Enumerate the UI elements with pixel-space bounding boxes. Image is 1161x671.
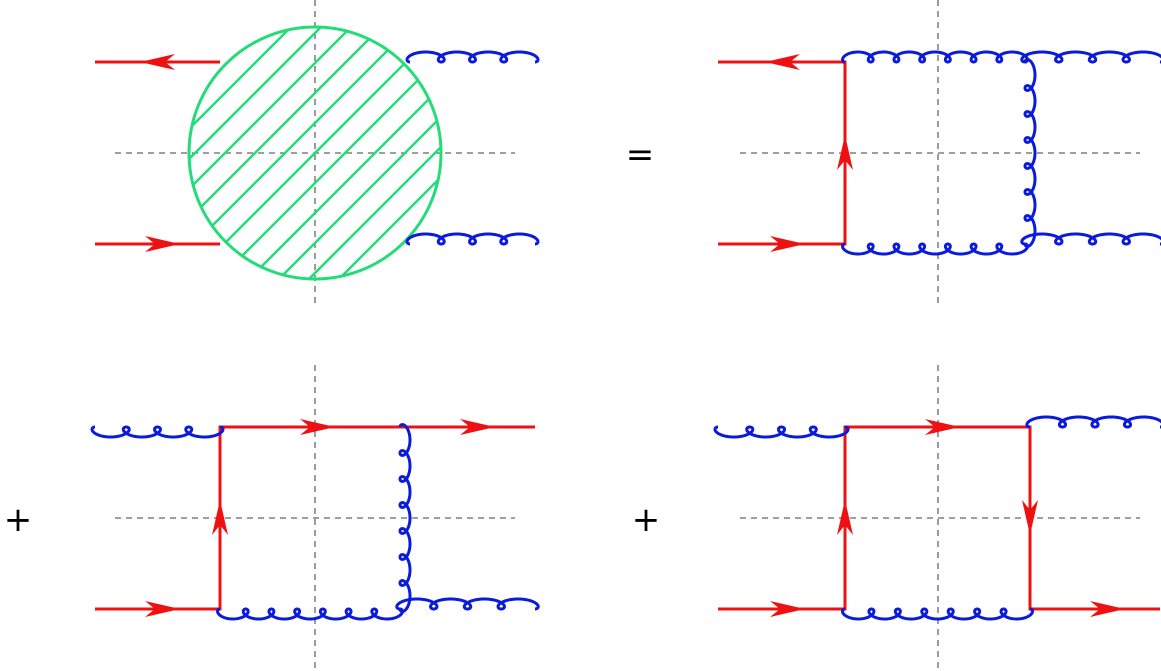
arrow-right-icon [770,601,805,617]
equals-sign: = [626,135,655,175]
arrow-right-icon [1090,601,1125,617]
arrow-right-icon [145,601,180,617]
hatch-line [189,27,336,279]
gluon-line [405,50,540,64]
arrow-up-icon [837,135,853,170]
gluon-propagator-vertical [398,423,412,613]
gluon-line [216,607,404,621]
hatch-line [189,27,396,279]
arrow-up-icon [212,500,228,535]
gluon-line [1025,415,1161,429]
hatch-line [189,27,441,279]
hatched-blob [187,25,443,281]
gluon-line [841,50,1029,64]
arrow-up-icon [837,500,853,535]
blob-diagram [95,0,540,305]
hatch-line [204,27,441,279]
arrow-down-icon [1022,500,1038,535]
arrow-right-icon [925,419,960,435]
arrow-right-icon [300,419,335,435]
hatch-line [189,27,276,279]
gluon-line [395,597,540,611]
hatch-line [234,27,441,279]
gluon-propagator-vertical [1023,58,1037,248]
arrow-right-icon [145,236,180,252]
box-diagram-1 [718,0,1161,305]
quark-line [718,60,847,246]
arrow-left-icon [140,54,175,70]
hatch-line [189,27,441,279]
arrow-right-icon [770,236,805,252]
hatch-line [189,27,366,279]
box-diagram-3 [713,365,1161,671]
plus-sign: + [632,500,661,540]
hatch-line [189,27,441,279]
hatch-line [189,27,441,279]
hatch-line [189,27,426,279]
hatch-line [189,27,441,279]
hatch-line [189,27,306,279]
gluon-line [1020,50,1161,64]
gluon-line [405,232,540,246]
gluon-line [1020,232,1161,246]
arrow-right-icon [460,419,495,435]
gluon-line [840,607,1035,621]
gluon-line [841,242,1029,256]
gluon-line [90,425,225,439]
plus-sign: + [4,500,33,540]
box-diagram-2 [90,365,540,671]
gluon-line [713,425,850,439]
arrow-left-icon [765,54,800,70]
